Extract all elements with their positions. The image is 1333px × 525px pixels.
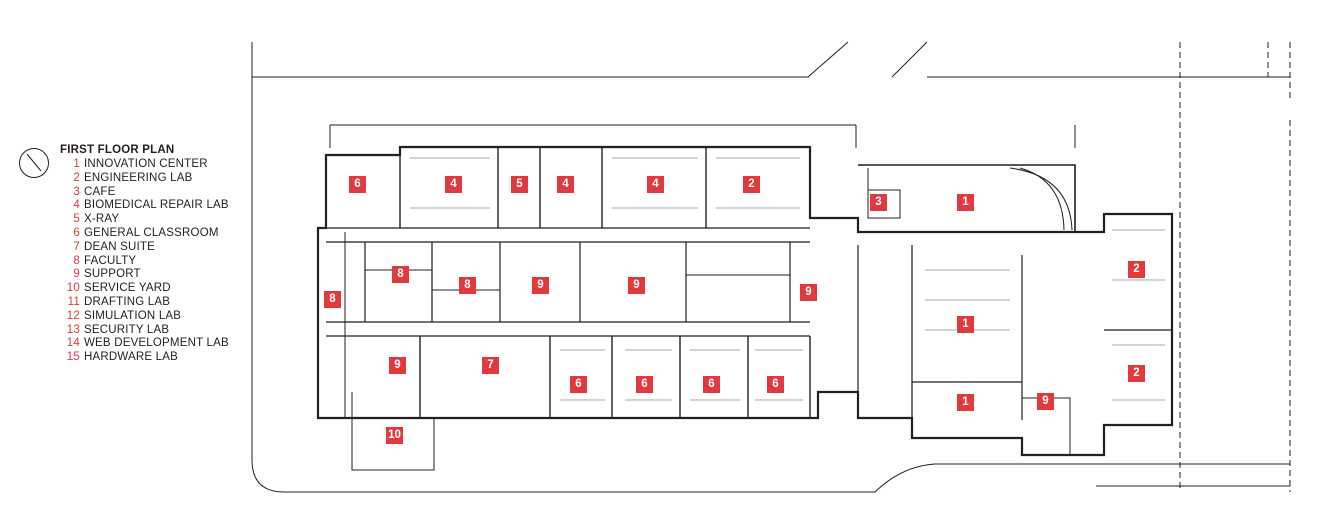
room-tag: 1 [957,394,974,411]
room-tag: 8 [324,291,341,308]
room-tag: 10 [386,427,403,444]
room-tag: 4 [445,176,462,193]
room-tag: 1 [957,316,974,333]
room-tag: 5 [511,176,528,193]
room-tag: 2 [1128,365,1145,382]
room-tag: 6 [703,376,720,393]
room-tag: 8 [459,277,476,294]
room-tag: 4 [557,176,574,193]
room-tag: 6 [636,376,653,393]
room-tag: 9 [1037,393,1054,410]
room-tag: 2 [1128,261,1145,278]
room-tag: 6 [570,376,587,393]
room-tag: 4 [647,176,664,193]
room-tag: 6 [349,176,366,193]
room-tag: 2 [743,176,760,193]
room-tag: 6 [767,376,784,393]
room-tag: 9 [389,357,406,374]
legend-title: FIRST FLOOR PLAN [60,144,175,156]
room-tag: 1 [957,194,974,211]
room-tag: 9 [628,277,645,294]
room-tag: 8 [392,266,409,283]
north-arrow-icon [19,148,49,178]
room-tag: 7 [482,357,499,374]
room-tag: 3 [870,194,887,211]
room-tag: 9 [800,284,817,301]
room-tag: 9 [532,277,549,294]
